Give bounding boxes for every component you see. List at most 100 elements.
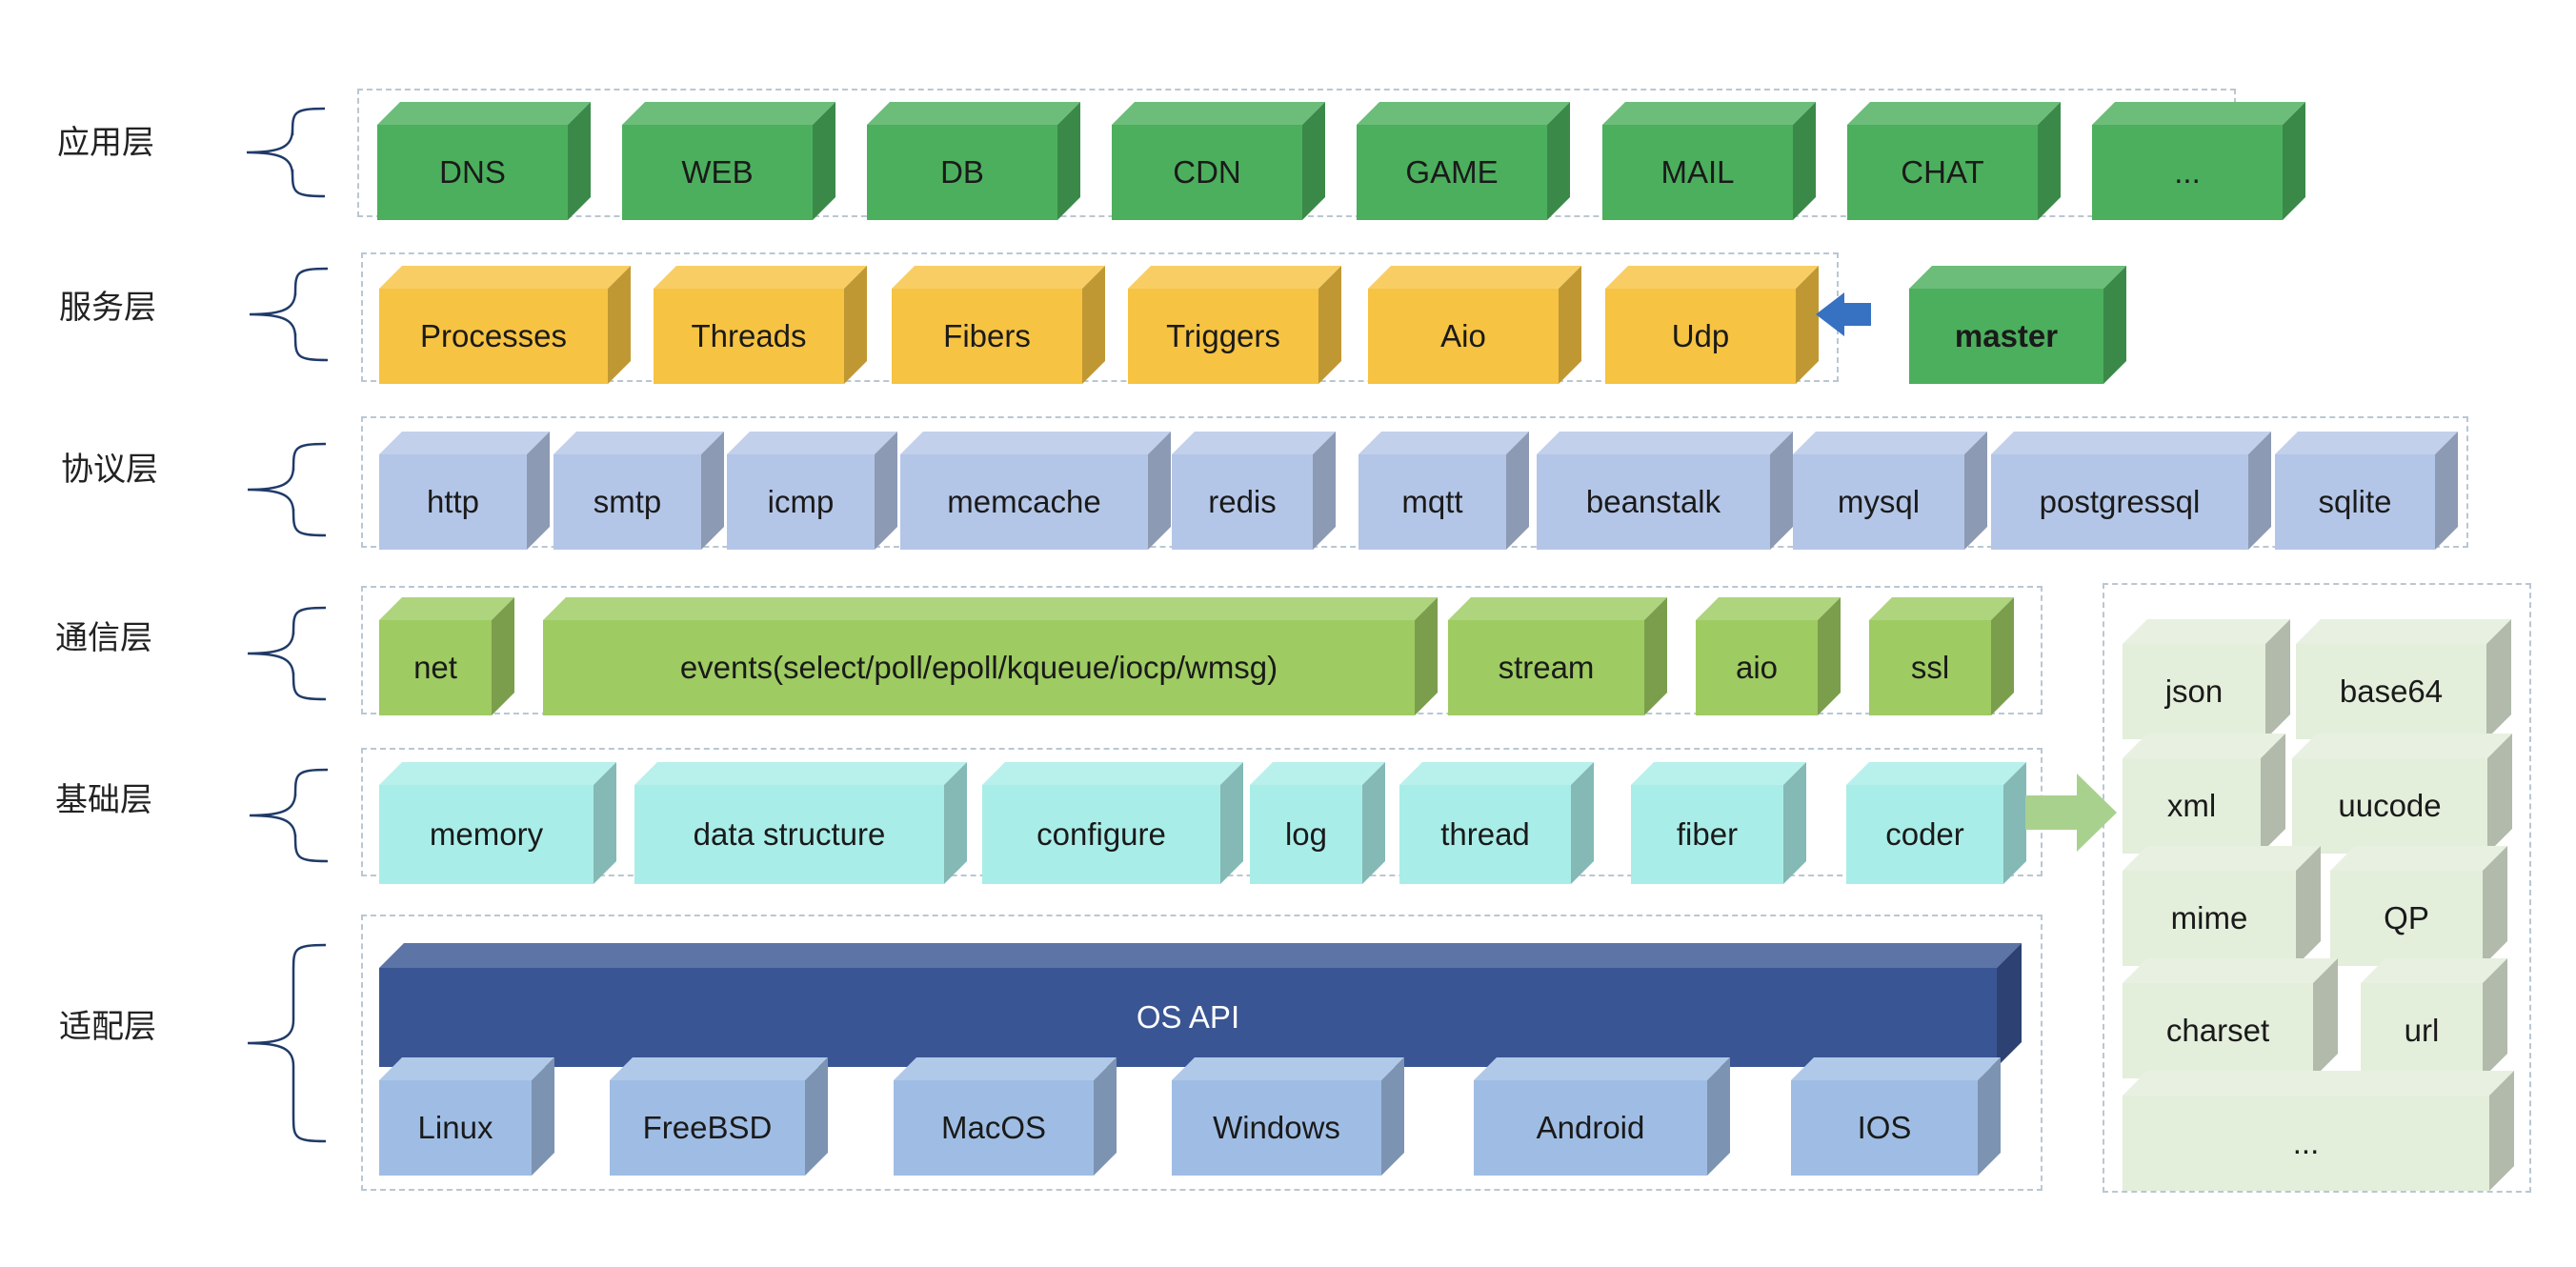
protocol-box-side-face: [1964, 432, 1987, 550]
app-box-side-face: [1547, 102, 1570, 220]
platform-box-label: MacOS: [894, 1080, 1094, 1176]
os-api-bar: OS API: [379, 943, 2022, 1067]
protocol-box-top-face: [1793, 432, 1987, 454]
coder-box-top-face: [2123, 958, 2338, 983]
layer-brace: [249, 267, 329, 362]
coder-box-label: base64: [2296, 644, 2486, 739]
platform-box: MacOS: [894, 1057, 1117, 1176]
app-box-label: WEB: [622, 125, 813, 220]
base-box: data structure: [634, 762, 967, 884]
platform-box-side-face: [532, 1057, 554, 1176]
protocol-box-label: http: [379, 454, 527, 550]
base-box: configure: [982, 762, 1243, 884]
coder-box-label: url: [2361, 983, 2483, 1078]
base-box-side-face: [594, 762, 616, 884]
protocol-box-top-face: [1172, 432, 1336, 454]
master-box-label: master: [1909, 289, 2103, 384]
coder-box: QP: [2330, 846, 2507, 966]
service-box-top-face: [1605, 266, 1819, 289]
coder-box: xml: [2123, 734, 2285, 854]
arrow-right-icon: [2025, 774, 2117, 852]
coder-box-top-face: [2123, 846, 2321, 871]
protocol-box-label: smtp: [553, 454, 701, 550]
platform-box-label: Windows: [1172, 1080, 1381, 1176]
base-box-label: fiber: [1631, 785, 1783, 884]
service-box-side-face: [1796, 266, 1819, 384]
base-box: coder: [1846, 762, 2026, 884]
protocol-box-side-face: [875, 432, 897, 550]
service-box-label: Processes: [379, 289, 608, 384]
platform-box-label: Linux: [379, 1080, 532, 1176]
app-box-side-face: [1793, 102, 1816, 220]
base-box-label: memory: [379, 785, 594, 884]
app-box: DB: [867, 102, 1080, 220]
protocol-box: memcache: [900, 432, 1171, 550]
comm-box-side-face: [1818, 597, 1841, 715]
coder-box-label: ...: [2123, 1096, 2489, 1191]
app-box: WEB: [622, 102, 835, 220]
protocol-box-side-face: [2248, 432, 2271, 550]
app-box-top-face: [2092, 102, 2305, 125]
base-box-label: log: [1250, 785, 1362, 884]
base-box-top-face: [379, 762, 616, 785]
coder-box-top-face: [2123, 619, 2290, 644]
app-box: MAIL: [1602, 102, 1816, 220]
protocol-box-label: redis: [1172, 454, 1313, 550]
platform-box-top-face: [1474, 1057, 1730, 1080]
base-box-label: coder: [1846, 785, 2003, 884]
protocol-box-top-face: [2275, 432, 2458, 454]
comm-box: stream: [1448, 597, 1667, 715]
app-box-label: DNS: [377, 125, 568, 220]
app-box: DNS: [377, 102, 591, 220]
comm-box-side-face: [1991, 597, 2014, 715]
app-box-top-face: [1847, 102, 2061, 125]
protocol-box-top-face: [900, 432, 1171, 454]
layer-label: 适配层: [59, 1008, 156, 1046]
service-box: Threads: [654, 266, 867, 384]
protocol-box-label: postgressql: [1991, 454, 2248, 550]
platform-box-top-face: [610, 1057, 828, 1080]
base-box: log: [1250, 762, 1385, 884]
arrow-left-icon: [1816, 292, 1871, 336]
comm-box-top-face: [1448, 597, 1667, 620]
service-box: Aio: [1368, 266, 1581, 384]
service-box-label: Triggers: [1128, 289, 1318, 384]
protocol-box: beanstalk: [1537, 432, 1793, 550]
coder-box-label: json: [2123, 644, 2265, 739]
coder-box-top-face: [2330, 846, 2507, 871]
base-box-side-face: [1220, 762, 1243, 884]
coder-box-label: uucode: [2292, 758, 2487, 854]
protocol-box-label: mqtt: [1358, 454, 1506, 550]
app-box-top-face: [1602, 102, 1816, 125]
platform-box-label: FreeBSD: [610, 1080, 805, 1176]
base-box-top-face: [1631, 762, 1806, 785]
platform-box-label: Android: [1474, 1080, 1707, 1176]
platform-box: Android: [1474, 1057, 1730, 1176]
protocol-box-side-face: [1148, 432, 1171, 550]
protocol-box: postgressql: [1991, 432, 2271, 550]
service-box-top-face: [379, 266, 631, 289]
master-box: master: [1909, 266, 2126, 384]
protocol-box-side-face: [1313, 432, 1336, 550]
protocol-box-label: sqlite: [2275, 454, 2435, 550]
coder-frame: [2103, 583, 2531, 1193]
service-box-top-face: [1128, 266, 1341, 289]
coder-box: charset: [2123, 958, 2338, 1078]
protocol-box-side-face: [1506, 432, 1529, 550]
platform-box-side-face: [1978, 1057, 2001, 1176]
protocol-box: smtp: [553, 432, 724, 550]
protocol-box-side-face: [2435, 432, 2458, 550]
coder-box: ...: [2123, 1071, 2514, 1191]
service-box-side-face: [1082, 266, 1105, 384]
app-box-label: GAME: [1357, 125, 1547, 220]
coder-box-top-face: [2123, 1071, 2514, 1096]
app-box-label: ...: [2092, 125, 2283, 220]
comm-box-label: ssl: [1869, 620, 1991, 715]
base-box-side-face: [1362, 762, 1385, 884]
protocol-box-label: icmp: [727, 454, 875, 550]
platform-box-top-face: [1791, 1057, 2001, 1080]
comm-box-label: net: [379, 620, 492, 715]
master-box-side-face: [2103, 266, 2126, 384]
comm-box-label: events(select/poll/epoll/kqueue/iocp/wms…: [543, 620, 1415, 715]
service-box: Triggers: [1128, 266, 1341, 384]
